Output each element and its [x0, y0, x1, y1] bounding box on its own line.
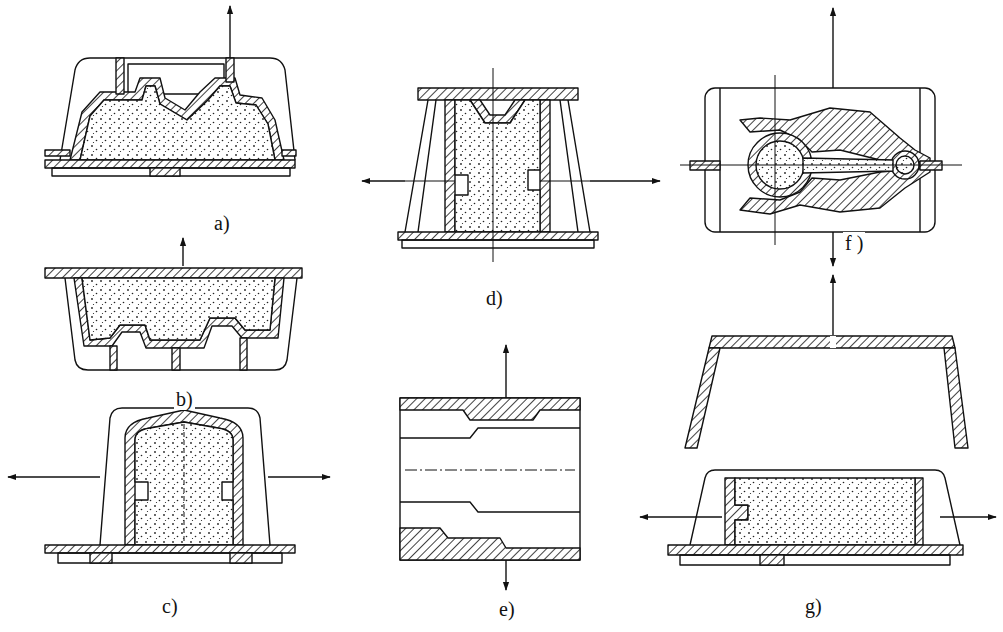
- figure-label: g): [803, 595, 824, 617]
- pattern-e: [400, 345, 580, 590]
- pattern-b: [45, 238, 302, 370]
- figure-label: b): [174, 388, 195, 410]
- pattern-f: [680, 8, 962, 266]
- pattern-d: [362, 68, 660, 262]
- figure-label: a): [212, 212, 232, 234]
- pattern-c: [8, 408, 330, 563]
- figure-label: e): [497, 598, 517, 620]
- pattern-a: [45, 6, 296, 176]
- figure-label: f ): [843, 232, 865, 254]
- pattern-g: [640, 275, 996, 565]
- figure-label: d): [484, 287, 505, 309]
- figure-label: c): [160, 595, 180, 617]
